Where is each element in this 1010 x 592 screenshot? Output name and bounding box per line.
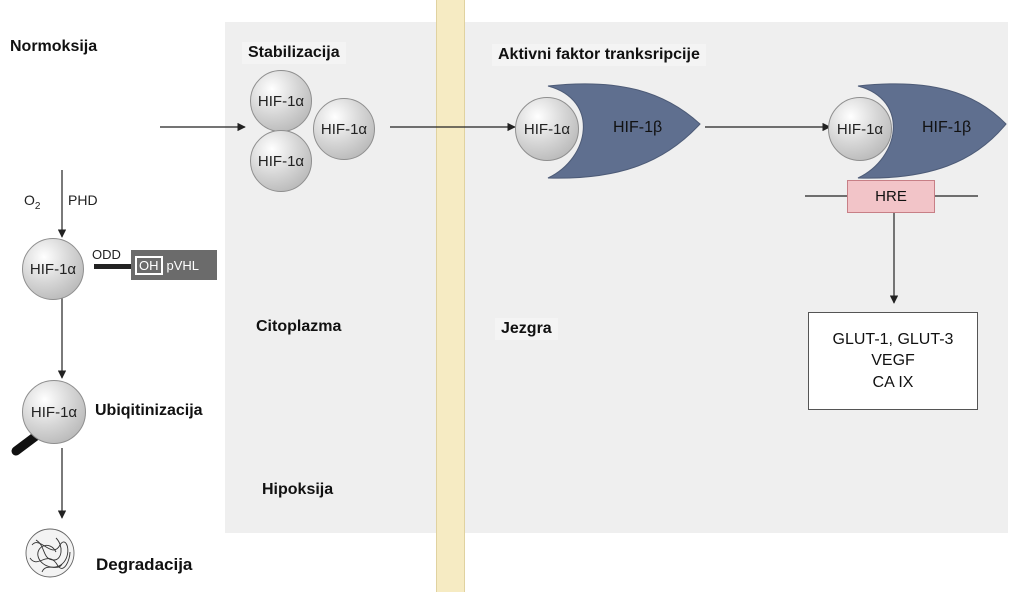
oh-label: OH [135, 255, 163, 275]
pvhl-complex: OH pVHL [131, 250, 217, 280]
hif1b-shape-1 [547, 83, 701, 179]
odd-bar [94, 264, 136, 269]
hif1b-label-1: HIF-1β [613, 119, 663, 136]
label-nucleus: Jezgra [495, 318, 558, 340]
label-degradation: Degradacija [96, 555, 193, 574]
pvhl-label: pVHL [166, 257, 200, 273]
hif1a-sphere-stab-top: HIF-1α [250, 70, 312, 132]
hif1a-sphere-ubiquitinated: HIF-1α [22, 380, 86, 444]
hif1b-shape-2 [857, 83, 1007, 179]
hif1a-sphere-stab-bottom: HIF-1α [250, 130, 312, 192]
label-ubiquitination: Ubiqitinizacija [95, 402, 203, 419]
hre-box: HRE [847, 180, 935, 213]
nuclear-membrane [436, 0, 465, 592]
phd-label: PHD [68, 192, 98, 208]
label-normoxia: Normoksija [10, 38, 98, 55]
hif1a-sphere-stab-right: HIF-1α [313, 98, 375, 160]
gene-vegf: VEGF [871, 352, 915, 370]
hif1a-sphere-normoxia: HIF-1α [22, 238, 84, 300]
gene-ca-ix: CA IX [872, 373, 914, 391]
label-cytoplasm: Citoplazma [256, 318, 342, 335]
label-hypoxia: Hipoksija [262, 481, 334, 498]
hif1b-label-2: HIF-1β [922, 119, 972, 136]
o2-label: O2 [24, 192, 41, 212]
degraded-protein-icon [25, 528, 75, 578]
target-genes-box: GLUT-1, GLUT-3 VEGF CA IX [808, 312, 978, 410]
label-stabilization: Stabilizacija [242, 42, 346, 64]
hif1a-sphere-complex-2: HIF-1α [828, 97, 892, 161]
hif1a-sphere-complex-1: HIF-1α [515, 97, 579, 161]
gene-glut: GLUT-1, GLUT-3 [832, 330, 954, 348]
odd-label: ODD [92, 247, 121, 262]
label-active-factor: Aktivni faktor tranksripcije [492, 44, 706, 66]
